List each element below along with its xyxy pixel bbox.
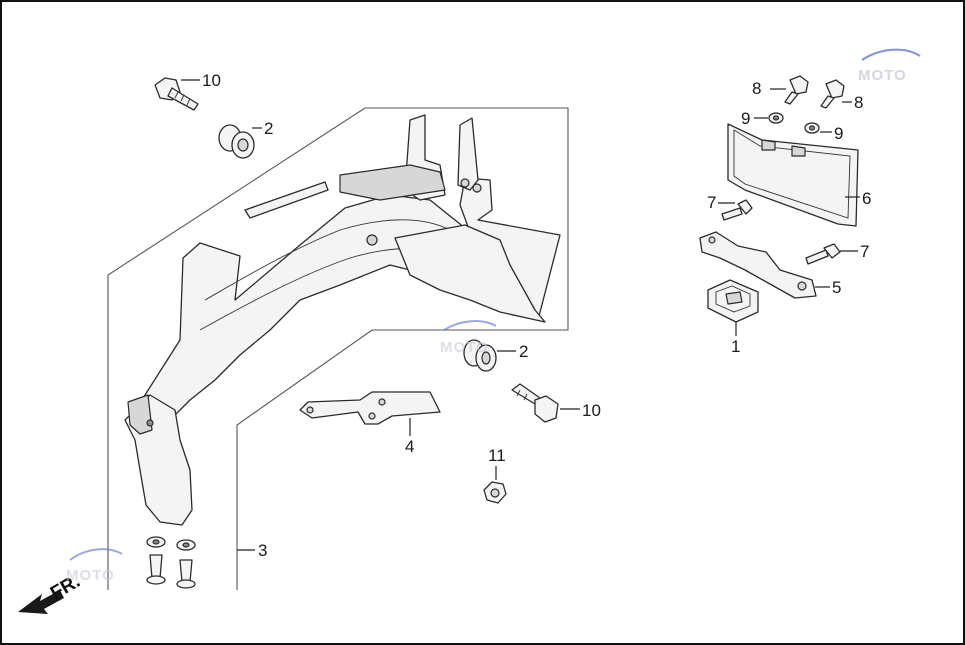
assembly-bracket-lines — [107, 107, 569, 590]
washer-9-left: 9 — [741, 109, 784, 128]
callout-7-left: 7 — [707, 193, 716, 212]
watermark-text-1: MOTO — [858, 67, 907, 84]
bolt-7-right: 7 — [805, 242, 869, 265]
callout-8-right: 8 — [854, 93, 863, 112]
bolt-10-lower: 10 — [511, 383, 601, 423]
callout-5: 5 — [832, 278, 841, 297]
bracket-4: 4 — [299, 391, 441, 456]
watermark-text-2: MOTO — [440, 339, 489, 356]
bolt-10-upper: 10 — [154, 71, 221, 111]
rear-fender-part — [124, 114, 561, 526]
callout-6: 6 — [862, 189, 871, 208]
rubber-block-1: 1 — [707, 279, 759, 356]
callout-9-left: 9 — [741, 109, 750, 128]
callout-2-lower: 2 — [519, 342, 528, 361]
washer-9-right: 9 — [804, 122, 843, 143]
bolt-8-right: 8 — [820, 79, 863, 112]
callout-9-right: 9 — [834, 124, 843, 143]
callout-2-upper: 2 — [264, 119, 273, 138]
callout-3-group: 3 — [237, 541, 267, 560]
callout-10-lower: 10 — [582, 401, 601, 420]
callout-8-left: 8 — [752, 79, 761, 98]
watermark-text-3: MOTO — [66, 567, 115, 584]
watermark-logo-bottom-left: MOTO — [66, 548, 123, 584]
grommet-2-upper: 2 — [218, 119, 273, 159]
callout-4: 4 — [405, 437, 414, 456]
callout-3: 3 — [258, 541, 267, 560]
bolt-8-left: 8 — [752, 75, 809, 105]
watermark-logo-center: MOTO — [440, 320, 497, 356]
grommet-2-lower: 2 — [463, 339, 528, 372]
callout-11: 11 — [488, 446, 506, 465]
nut-11: 11 — [483, 446, 507, 504]
callout-7-right: 7 — [860, 242, 869, 261]
bolt-7-left: 7 — [707, 193, 753, 221]
callout-10-upper: 10 — [202, 71, 221, 90]
bracket-5: 5 — [699, 231, 841, 299]
plate-frame-6: 6 — [727, 123, 871, 227]
callout-1: 1 — [731, 337, 740, 356]
watermark-logo-top-right: MOTO — [858, 48, 921, 84]
lower-screws — [146, 536, 196, 589]
